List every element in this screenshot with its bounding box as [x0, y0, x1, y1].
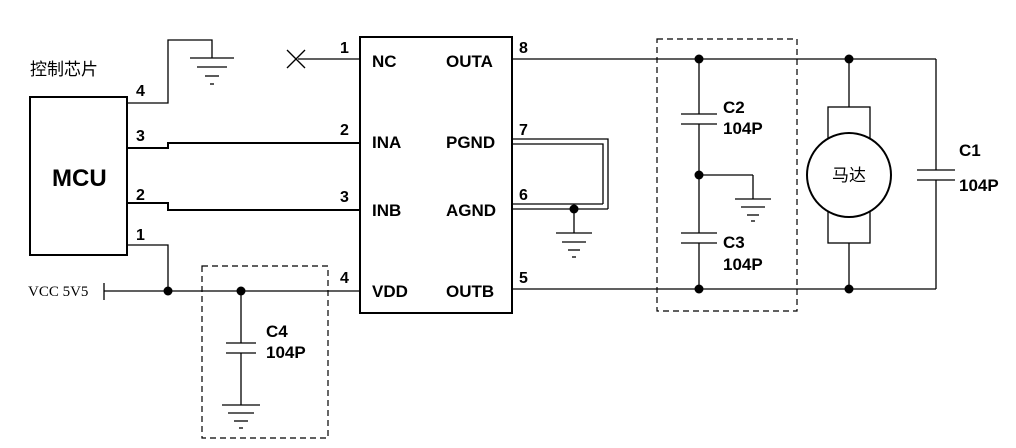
mcu-block: [29, 96, 128, 256]
pgnd-ground-icon: [556, 232, 592, 258]
diagram-title: 控制芯片: [30, 60, 98, 80]
ic-pin-8-number: 8: [519, 40, 528, 57]
c3-capacitor-icon: [681, 232, 717, 289]
motor-icon: [806, 132, 892, 218]
mcu-pin-1-number: 1: [136, 227, 145, 244]
ic-pin-ina-name: INA: [372, 133, 401, 152]
vcc-label: VCC 5V5: [28, 284, 88, 300]
c2-value: 104P: [723, 119, 763, 138]
pgnd-agnd-tie-wire: [512, 138, 609, 233]
c4-value: 104P: [266, 343, 306, 362]
driver-ic-block: [359, 36, 513, 314]
mcu-pin-4-wire: [127, 39, 213, 104]
mcu-pin-4-number: 4: [136, 83, 145, 100]
ic-pin-agnd-name: AGND: [446, 201, 496, 220]
ic-pin-vdd-name: VDD: [372, 282, 408, 301]
c1-name: C1: [959, 141, 981, 160]
mcu-ground-icon: [190, 57, 234, 85]
junction-dot: [163, 286, 173, 296]
c2-c3-dashed-box: [656, 38, 798, 312]
ic-pin-pgnd-name: PGND: [446, 133, 495, 152]
ic-pin-2-number: 2: [340, 122, 349, 139]
c4-dashed-box: [201, 265, 329, 439]
ic-pin-inb-name: INB: [372, 201, 401, 220]
c1-capacitor-icon: [917, 59, 955, 289]
junction-dot: [569, 204, 579, 214]
c3-value: 104P: [723, 255, 763, 274]
mcu-label: MCU: [52, 165, 107, 192]
mcu-pin-2-number: 2: [136, 187, 145, 204]
ic-pin-4-number: 4: [340, 270, 349, 287]
c4-name: C4: [266, 322, 288, 341]
mcu-pin-1-wire: [127, 244, 169, 291]
c2-name: C2: [723, 98, 745, 117]
mcu-pin-3-number: 3: [136, 128, 145, 145]
mcu-pin-2-to-inb-wire: [127, 202, 360, 211]
ic-pin-3-number: 3: [340, 189, 349, 206]
c2-c3-ground-icon: [735, 198, 771, 222]
motor-label: 马达: [832, 166, 866, 186]
ic-pin-outb-name: OUTB: [446, 282, 494, 301]
ic-pin-1-number: 1: [340, 40, 349, 57]
c4-ground-icon: [222, 404, 260, 429]
ic-pin-5-number: 5: [519, 270, 528, 287]
ic-pin-7-number: 7: [519, 122, 528, 139]
no-connect-x-icon: [286, 49, 306, 69]
c1-value: 104P: [959, 176, 999, 195]
ic-pin-nc-name: NC: [372, 52, 397, 71]
c4-capacitor-icon: [226, 291, 256, 405]
c3-name: C3: [723, 233, 745, 252]
mcu-pin-3-to-ina-wire: [127, 142, 360, 149]
c2-capacitor-icon: [681, 59, 717, 233]
ic-pin-6-number: 6: [519, 187, 528, 204]
ic-pin-outa-name: OUTA: [446, 52, 493, 71]
